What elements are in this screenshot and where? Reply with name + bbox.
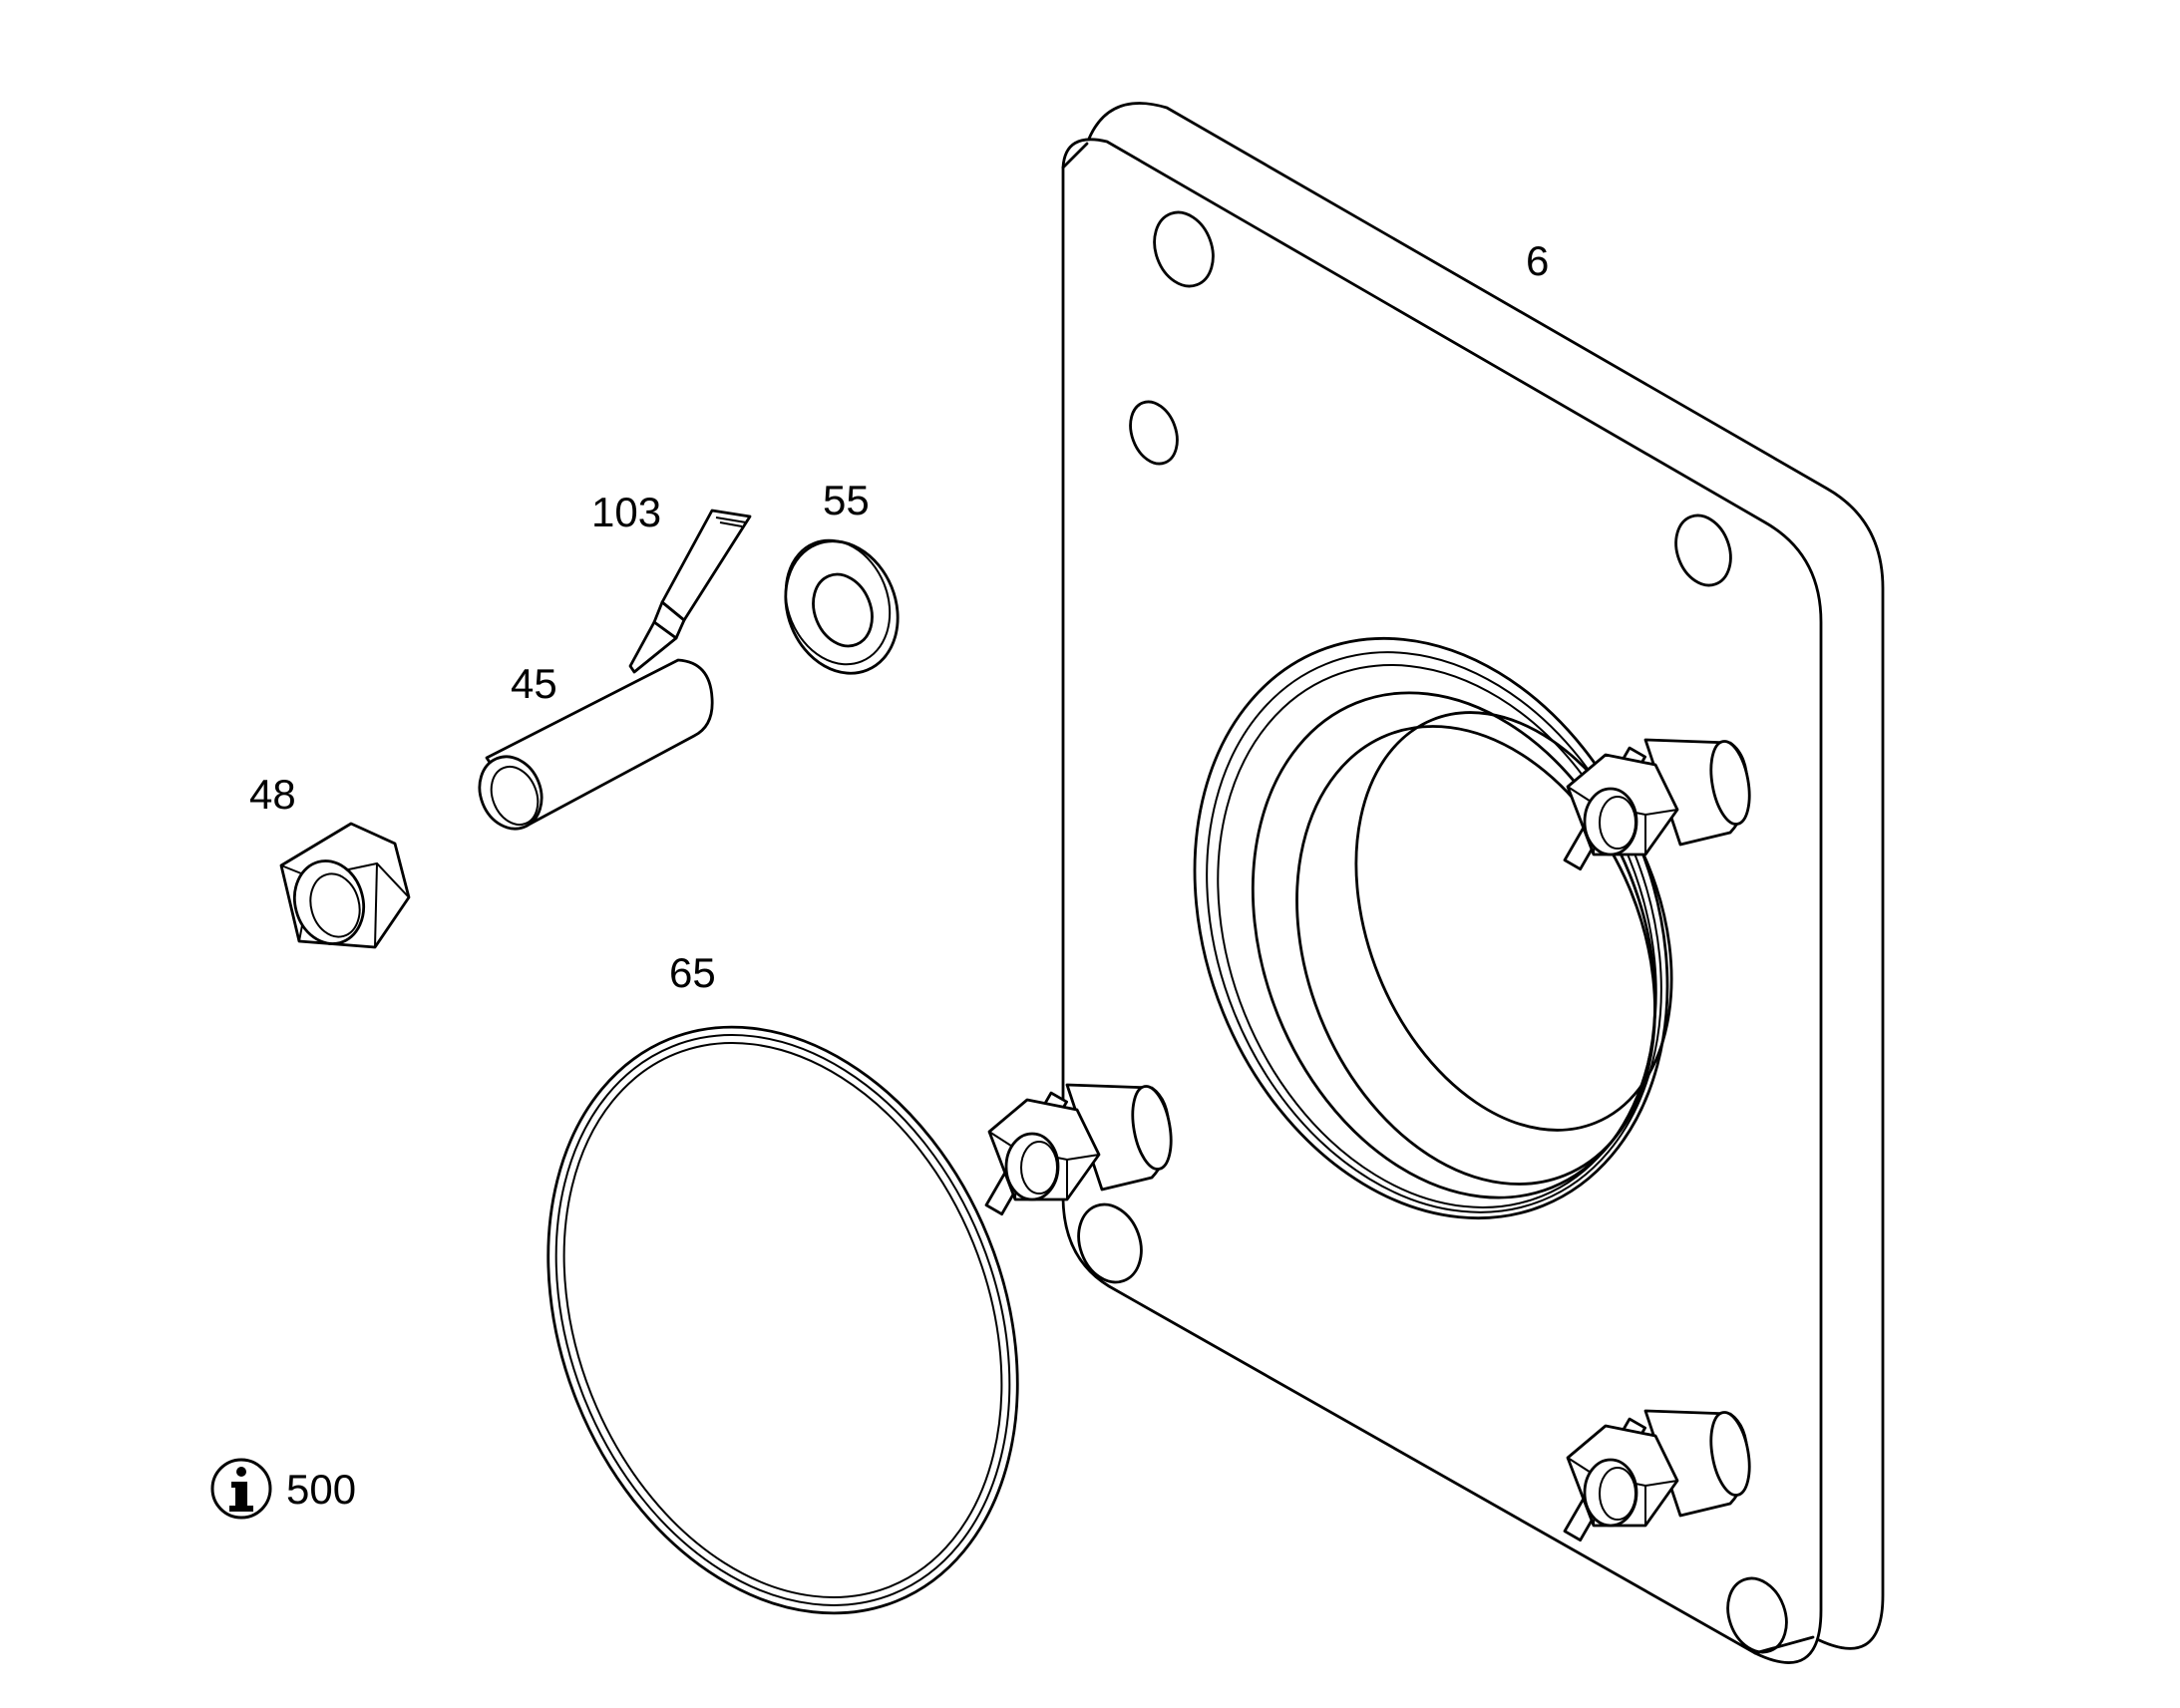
info-reference-value: 500 bbox=[286, 1466, 356, 1513]
cylindrical-pin bbox=[478, 658, 714, 831]
plate-hole-top-right bbox=[1674, 513, 1732, 587]
o-ring bbox=[546, 1025, 1019, 1615]
cover-plate bbox=[984, 102, 1885, 1664]
label-part-65: 65 bbox=[669, 949, 716, 996]
plate-stud-nut-bottom bbox=[1563, 1409, 1751, 1542]
hex-nut bbox=[279, 822, 411, 949]
plate-hole-bottom-right bbox=[1726, 1576, 1788, 1654]
info-icon bbox=[210, 1458, 272, 1520]
label-part-55: 55 bbox=[823, 477, 870, 523]
plate-hole-bottom-left bbox=[1077, 1202, 1143, 1284]
label-part-45: 45 bbox=[511, 660, 557, 707]
label-part-48: 48 bbox=[249, 771, 296, 818]
plate-hole-left bbox=[1129, 400, 1179, 466]
plate-stud-nut-left bbox=[984, 1083, 1173, 1216]
label-part-6: 6 bbox=[1526, 237, 1549, 284]
label-part-103: 103 bbox=[591, 489, 661, 535]
sealant-tube bbox=[628, 509, 752, 674]
washer bbox=[784, 538, 900, 675]
plate-stud-nut-right bbox=[1563, 738, 1751, 871]
plate-hole-top-left bbox=[1153, 210, 1215, 288]
